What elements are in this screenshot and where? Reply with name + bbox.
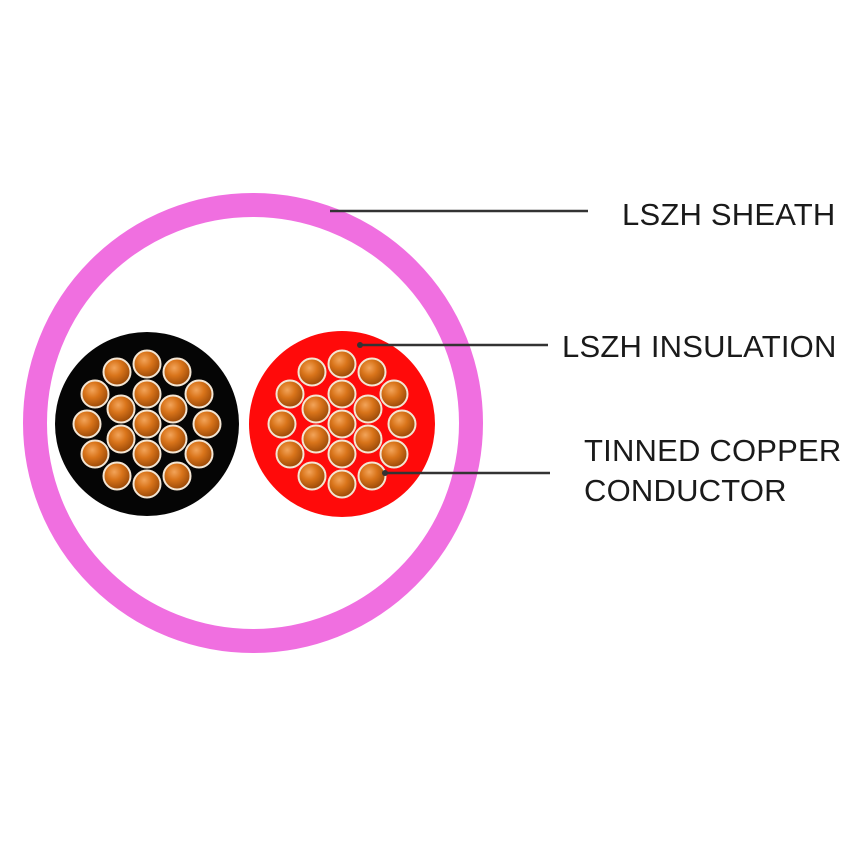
- copper-strand: [132, 379, 162, 409]
- copper-strand: [297, 357, 327, 387]
- copper-strand: [72, 409, 102, 439]
- copper-strand: [327, 349, 357, 379]
- copper-strand: [106, 424, 136, 454]
- copper-strand: [184, 379, 214, 409]
- copper-strand: [162, 357, 192, 387]
- conductor-label-line-1: TINNED COPPER: [584, 433, 842, 468]
- lszh-insulation-label: LSZH INSULATION: [562, 329, 837, 364]
- copper-strand: [132, 469, 162, 499]
- copper-strand: [158, 424, 188, 454]
- copper-strand: [184, 439, 214, 469]
- copper-strand: [387, 409, 417, 439]
- copper-strand: [102, 461, 132, 491]
- copper-strand: [379, 379, 409, 409]
- right-core-strands: [267, 349, 417, 499]
- copper-strand: [297, 461, 327, 491]
- copper-strand: [80, 439, 110, 469]
- copper-strand: [301, 424, 331, 454]
- copper-strand: [353, 394, 383, 424]
- conductor-label-line-2: CONDUCTOR: [584, 473, 787, 508]
- copper-strand: [132, 439, 162, 469]
- copper-strand: [162, 461, 192, 491]
- copper-strand: [132, 349, 162, 379]
- copper-strand: [267, 409, 297, 439]
- copper-strand: [80, 379, 110, 409]
- lszh-sheath-label: LSZH SHEATH: [622, 197, 836, 232]
- copper-strand: [379, 439, 409, 469]
- copper-strand: [275, 439, 305, 469]
- copper-strand: [192, 409, 222, 439]
- copper-strand: [158, 394, 188, 424]
- copper-strand: [102, 357, 132, 387]
- copper-strand: [106, 394, 136, 424]
- copper-strand: [327, 409, 357, 439]
- copper-strand: [327, 439, 357, 469]
- copper-strand: [301, 394, 331, 424]
- insulation-leader-dot: [357, 342, 363, 348]
- left-core-strands: [72, 349, 222, 499]
- tinned-copper-conductor-label: TINNED COPPER CONDUCTOR: [584, 431, 842, 511]
- conductor-leader-dot: [382, 470, 388, 476]
- copper-strand: [132, 409, 162, 439]
- copper-strand: [327, 379, 357, 409]
- copper-strand: [353, 424, 383, 454]
- copper-strand: [275, 379, 305, 409]
- copper-strand: [327, 469, 357, 499]
- copper-strand: [357, 357, 387, 387]
- copper-strand: [357, 461, 387, 491]
